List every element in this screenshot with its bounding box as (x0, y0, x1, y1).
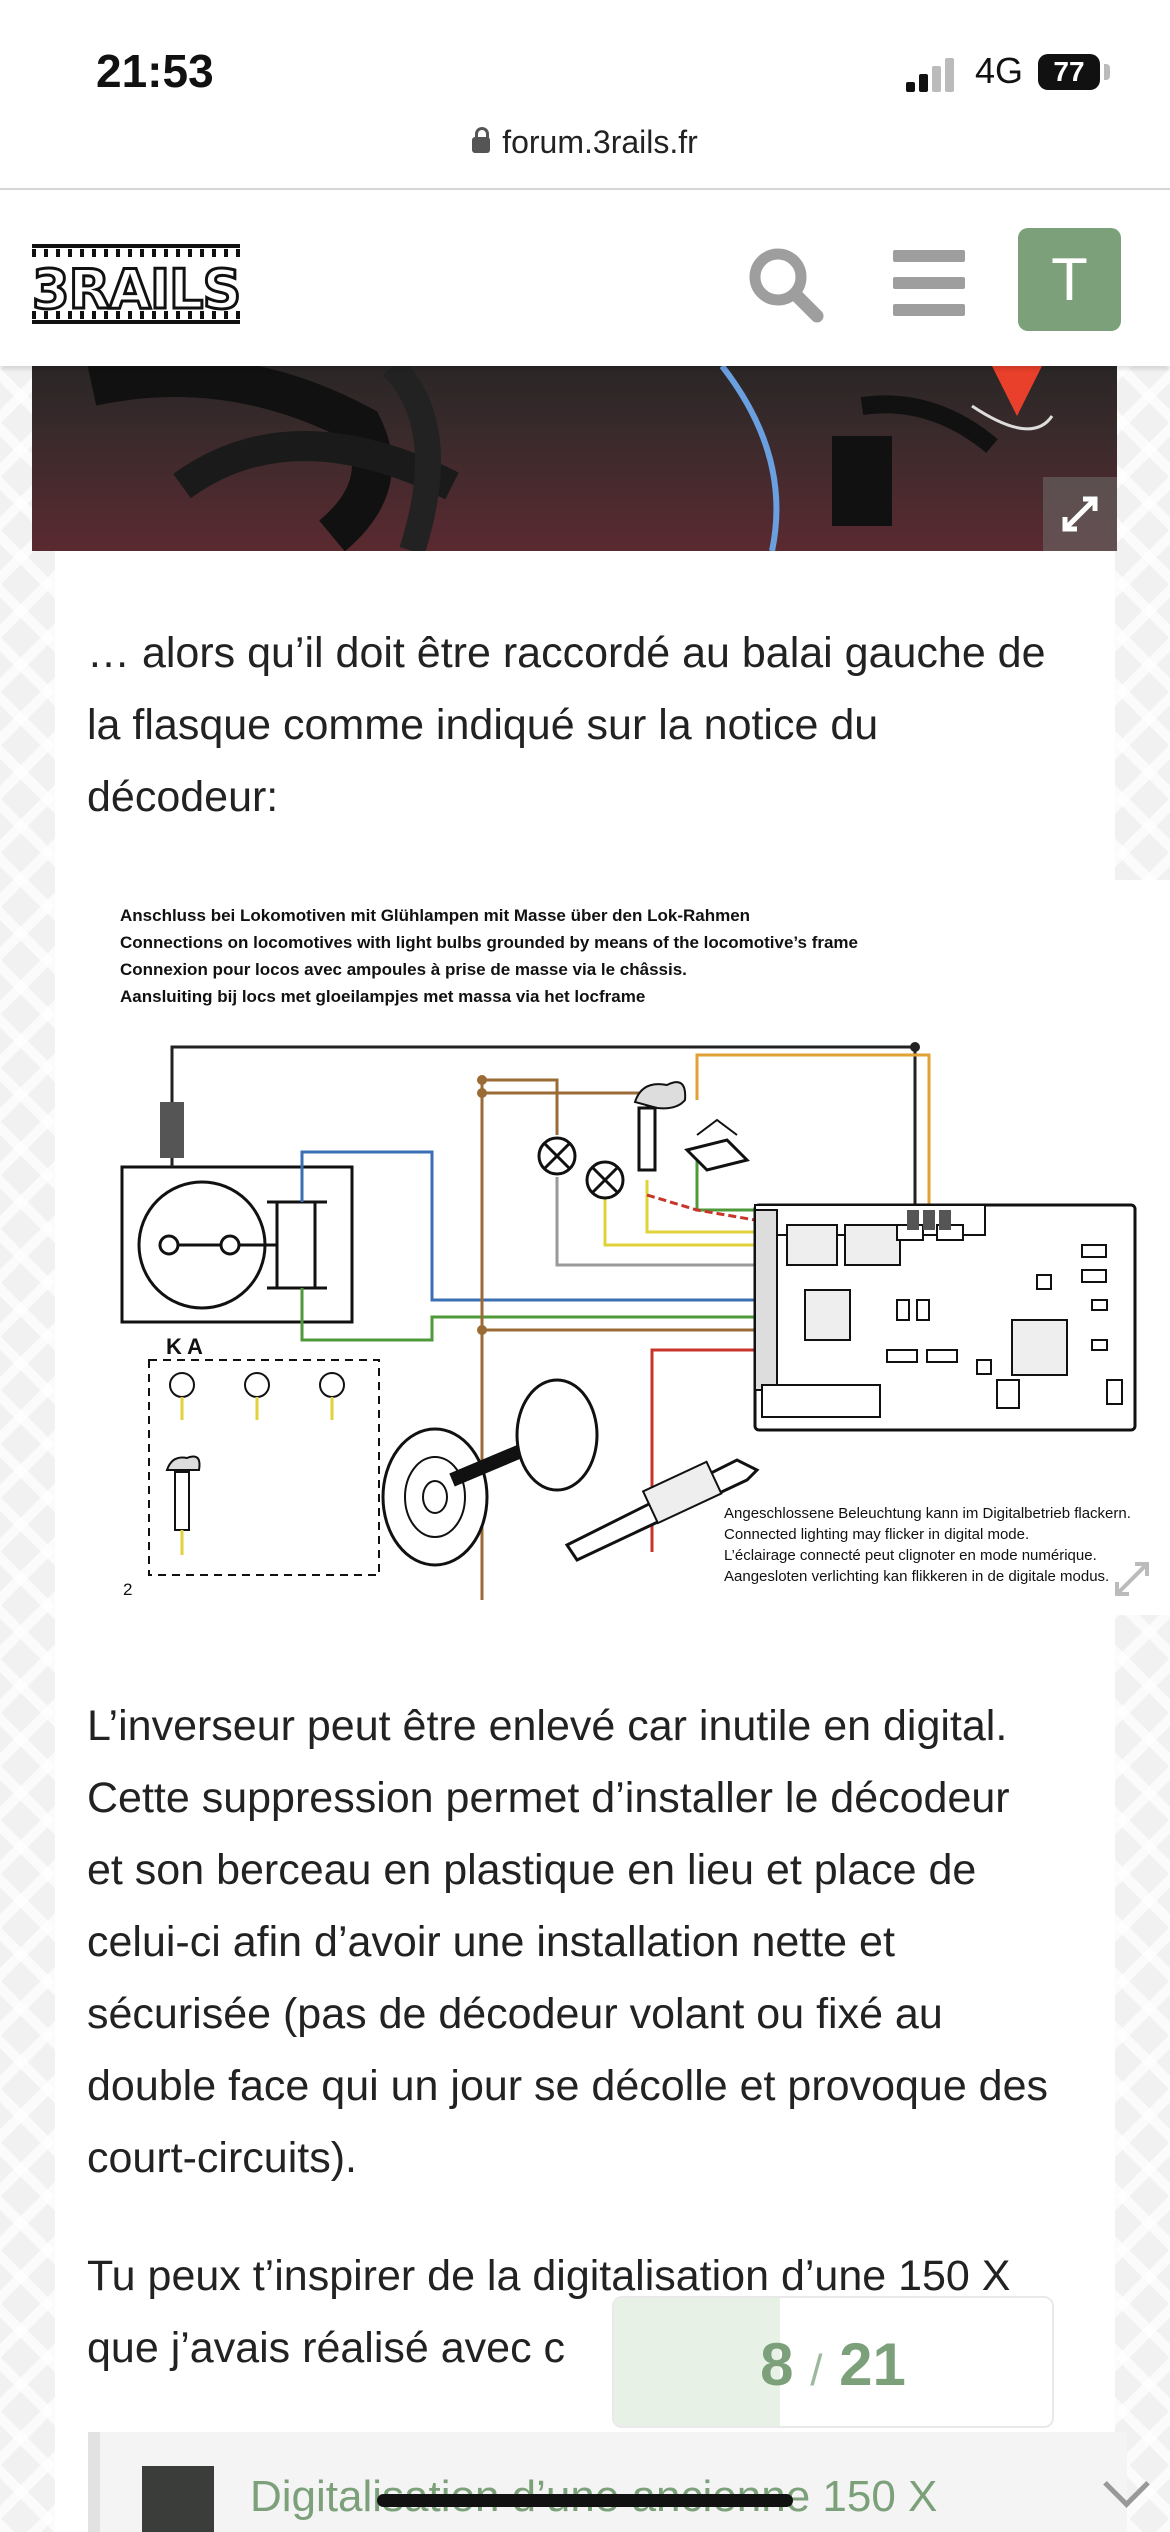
paragraph-line: L’inverseur peut être enlevé car inutile… (87, 1702, 1008, 1750)
paragraph-line: et son berceau en plastique en lieu et p… (87, 1846, 977, 1894)
expand-image-button[interactable] (1043, 477, 1117, 551)
paragraph-line: Tu peux t’inspirer de la digitalisation … (87, 2252, 1011, 2300)
search-button[interactable] (745, 244, 825, 324)
linked-topic-thumbnail (142, 2466, 214, 2532)
lock-icon (472, 127, 491, 153)
paragraph-line: sécurisée (pas de décodeur volant ou fix… (87, 1990, 943, 2038)
figure-number: 2 (123, 1580, 133, 1599)
browser-address-bar[interactable]: forum.3rails.fr (0, 124, 1170, 161)
paragraph-line: celui-ci afin d’avoir une installation n… (87, 1918, 895, 1966)
post-paragraph-3: Tu peux t’inspirer de la digitalisation … (87, 2240, 1010, 2384)
post-paragraph-2: L’inverseur peut être enlevé car inutile… (87, 1690, 1048, 2194)
logo-ties-top (32, 249, 240, 257)
expand-icon (1115, 1562, 1149, 1596)
paragraph-line: décodeur: (87, 773, 279, 821)
diagram-note-fr: L’éclairage connecté peut clignoter en m… (724, 1547, 1097, 1564)
timeline-progress-fill (614, 2298, 781, 2426)
paragraph-line: que j’avais réalisé avec c (87, 2324, 566, 2372)
logo-rail-top (32, 244, 240, 248)
site-logo[interactable]: 3RAILS (31, 244, 243, 324)
menu-icon-bar (893, 277, 965, 289)
home-indicator[interactable] (377, 2494, 793, 2507)
cellular-signal-icon (906, 56, 958, 92)
address-bar-divider (0, 188, 1170, 190)
diagram-note-nl: Aangesloten verlichting kan flikkeren in… (724, 1568, 1110, 1585)
diagram-caption-fr: Connexion pour locos avec ampoules à pri… (120, 960, 687, 979)
paragraph-line: Cette suppression permet d’installer le … (87, 1774, 1010, 1822)
diagram-note-de: Angeschlossene Beleuchtung kann im Digit… (724, 1505, 1131, 1522)
battery-tip (1104, 64, 1110, 80)
logo-rail-bottom (32, 320, 240, 324)
search-icon (749, 248, 824, 323)
menu-icon-bar (893, 304, 965, 316)
decoder-wiring-diagram[interactable]: Anschluss bei Lokomotiven mit Glühlampen… (87, 880, 1170, 1615)
expand-diagram-button[interactable] (1109, 1556, 1155, 1602)
paragraph-line: … alors qu’il doit être raccordé au bala… (87, 629, 1046, 677)
ios-status-bar: 21:53 4G 77 forum.3rails.fr (0, 0, 1170, 190)
diagram-caption-de: Anschluss bei Lokomotiven mit Glühlampen… (120, 906, 751, 925)
diagram-caption-en: Connections on locomotives with light bu… (120, 933, 858, 952)
linked-topic-card[interactable]: Digitalisation d’une ancienne 150 X (88, 2432, 1150, 2532)
led-label-a: A (187, 1334, 203, 1359)
url-text: forum.3rails.fr (502, 124, 698, 160)
led-label-k: K (166, 1334, 182, 1359)
paragraph-line: la flasque comme indiqué sur la notice d… (87, 701, 879, 749)
post-image-locomotive[interactable] (32, 366, 1117, 551)
wiring-schematic (120, 1042, 1137, 1600)
site-header: 3RAILS T (0, 190, 1170, 366)
paragraph-line: double face qui un jour se décolle et pr… (87, 2062, 1049, 2110)
post-paragraph-1: … alors qu’il doit être raccordé au bala… (87, 617, 1046, 833)
total-post-count: 21 (839, 2331, 906, 2398)
logo-ties-bottom (32, 311, 240, 319)
network-type: 4G (975, 50, 1024, 91)
current-post-number: 8 (760, 2331, 794, 2398)
hamburger-menu-button[interactable] (893, 250, 965, 316)
photo-illustration (87, 366, 1054, 551)
post-position-indicator[interactable]: 8 / 21 (612, 2296, 1054, 2428)
clock: 21:53 (96, 45, 214, 97)
expand-icon (1062, 496, 1098, 532)
paragraph-line: court-circuits). (87, 2134, 357, 2182)
menu-icon-bar (893, 250, 965, 262)
diagram-caption-nl: Aansluiting bij locs met gloeilampjes me… (120, 987, 646, 1006)
post-counter-text: 8 / 21 (614, 2330, 1052, 2399)
user-avatar[interactable]: T (1018, 228, 1121, 331)
counter-separator: / (810, 2346, 823, 2395)
battery-icon: 77 (1038, 54, 1100, 90)
diagram-note-en: Connected lighting may flicker in digita… (724, 1526, 1030, 1543)
